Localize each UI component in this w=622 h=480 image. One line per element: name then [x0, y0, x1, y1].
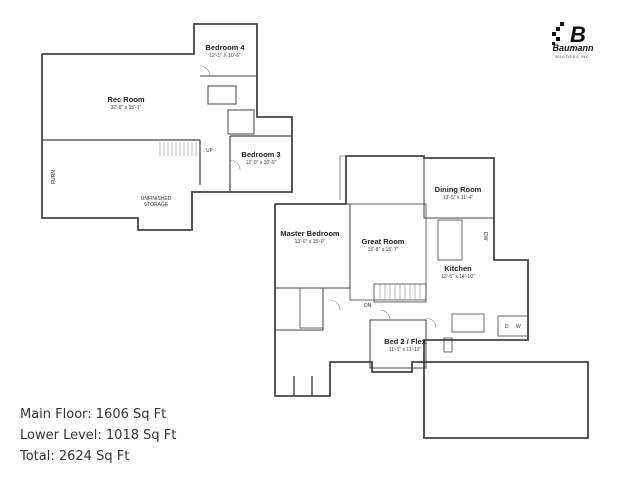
- brand-subtitle: BUILDERS INC.: [555, 54, 591, 59]
- baumann-logo: B: [552, 22, 586, 47]
- pantry: [451, 313, 485, 333]
- door-swing: [329, 299, 341, 311]
- kitchen-dims: 13'-5" x 14'-10": [441, 274, 475, 280]
- rec-room-dims: 32'-8" x 15'-1": [111, 105, 142, 111]
- bed2-flex-label: Bed 2 / Flex: [384, 337, 427, 346]
- garage-step: [443, 337, 453, 353]
- bedroom4-label: Bedroom 4: [205, 43, 245, 52]
- logo-mark: B: [570, 22, 586, 47]
- dryer-label: D: [505, 324, 509, 330]
- door-swing: [199, 65, 211, 77]
- kitchen-label: Kitchen: [444, 264, 472, 273]
- stair-down-label: DN: [364, 303, 372, 309]
- bedroom3-label: Bedroom 3: [241, 150, 280, 159]
- lower-stair-treads: [159, 142, 197, 156]
- main-stair-treads: [379, 284, 421, 300]
- bedroom3-dims: 12'-0" x 10'-9": [246, 160, 277, 166]
- laundry: [497, 315, 529, 337]
- kitchen-island: [437, 219, 463, 261]
- door-swing: [229, 159, 241, 171]
- porch: [274, 360, 330, 397]
- great-room-label: Great Room: [362, 237, 405, 246]
- main-floor-sqft: Main Floor: 1606 Sq Ft: [20, 407, 167, 422]
- dining-room-dims: 13'-5" x 11'-4": [443, 195, 474, 201]
- lower-level-sqft: Lower Level: 1018 Sq Ft: [20, 428, 177, 443]
- total-sqft: Total: 2624 Sq Ft: [20, 449, 130, 464]
- stair-up-label: UP: [206, 148, 214, 154]
- door-swing: [425, 317, 437, 329]
- dining-room: [423, 157, 495, 219]
- washer-label: W: [516, 324, 521, 330]
- master-bedroom-dims: 13'-0" x 15'-0": [295, 239, 326, 245]
- main-floor-outline: [274, 155, 589, 439]
- patio-edge: [339, 155, 346, 200]
- bed2-flex-dims: 11'-1" x 11'-11": [389, 347, 422, 353]
- bed2-flex: [369, 319, 427, 369]
- rec-room-label: Rec Room: [107, 95, 144, 104]
- storage-label-2: STORAGE: [144, 202, 169, 208]
- great-room-dims: 16'-8" x 15'-7": [368, 247, 399, 253]
- square-footage: Main Floor: 1606 Sq Ft Lower Level: 1018…: [20, 404, 176, 467]
- lower-level-outline: [41, 23, 293, 231]
- brand-name: Baumann: [552, 43, 594, 53]
- master-closet: [299, 287, 324, 329]
- door-swing: [379, 309, 391, 321]
- dining-room-label: Dining Room: [435, 185, 482, 194]
- master-bath: [274, 287, 324, 331]
- storage-label-1: UNFINISHED: [141, 196, 172, 202]
- master-bedroom-label: Master Bedroom: [280, 229, 340, 238]
- lower-bath: [207, 85, 237, 105]
- great-room: [349, 203, 427, 301]
- furnace-label: FURN: [51, 170, 57, 184]
- master-bedroom: [274, 203, 351, 289]
- bedroom4-dims: 12'-1" X 10'-6": [209, 53, 241, 59]
- dishwasher-label: DW: [482, 232, 488, 241]
- lower-closet: [227, 109, 255, 135]
